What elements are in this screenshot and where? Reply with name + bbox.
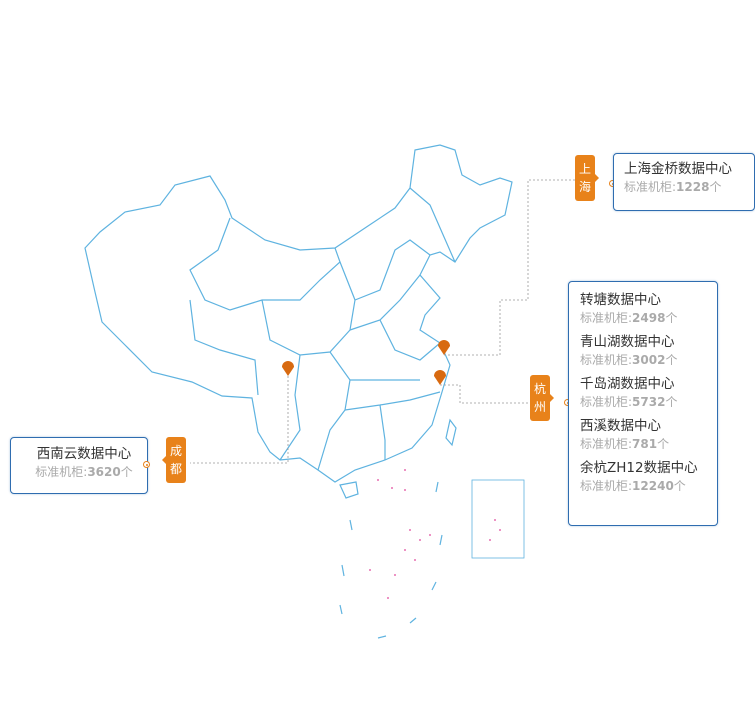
datacenter-name: 转塘数据中心 [580,292,661,308]
cabinet-count: 标准机柜:3620个 [35,465,133,479]
datacenter-item: 转塘数据中心标准机柜:2498个 [580,291,717,327]
hainan [339,481,359,499]
chengdu-pin-icon [282,361,294,376]
city-tag-shanghai[interactable]: 上海 [575,155,599,201]
cabinet-count: 标准机柜:781个 [580,437,670,451]
cabinet-count: 标准机柜:5732个 [580,395,678,409]
datacenter-item: 西溪数据中心标准机柜:781个 [580,417,717,453]
datacenter-name: 青山湖数据中心 [580,334,675,350]
datacenter-item: 青山湖数据中心标准机柜:3002个 [580,333,717,369]
hangzhou-pin-icon [434,370,446,385]
datacenter-name: 千岛湖数据中心 [580,376,675,392]
hangzhou-connector [440,384,535,404]
connector-dot [143,461,150,468]
china-outline [84,144,513,483]
shanghai-pin-icon [438,340,450,355]
cabinet-count: 标准机柜:3002个 [580,353,678,367]
shanghai-connector [444,179,578,356]
datacenter-item: 千岛湖数据中心标准机柜:5732个 [580,375,717,411]
datacenter-name: 西南云数据中心 [36,446,132,462]
datacenter-name: 上海金桥数据中心 [624,161,732,177]
datacenter-name: 西溪数据中心 [580,418,661,434]
south-china-sea-inset [471,479,525,559]
datacenter-card-chengdu[interactable]: 西南云数据中心 标准机柜:3620个 [10,437,148,494]
city-tag-chengdu[interactable]: 成都 [162,437,186,483]
datacenter-item: 余杭ZH12数据中心标准机柜:12240个 [580,459,717,495]
taiwan [445,418,457,447]
datacenter-name: 余杭ZH12数据中心 [580,460,698,476]
cabinet-count: 标准机柜:12240个 [580,479,686,493]
cabinet-count: 标准机柜:2498个 [580,311,678,325]
cabinet-count: 标准机柜:1228个 [624,180,722,194]
datacenter-card-hangzhou[interactable]: 转塘数据中心标准机柜:2498个 青山湖数据中心标准机柜:3002个 千岛湖数据… [568,281,718,526]
datacenter-card-shanghai[interactable]: 上海金桥数据中心 标准机柜:1228个 [613,153,755,211]
city-tag-hangzhou[interactable]: 杭州 [530,375,554,421]
chengdu-connector [190,376,289,464]
